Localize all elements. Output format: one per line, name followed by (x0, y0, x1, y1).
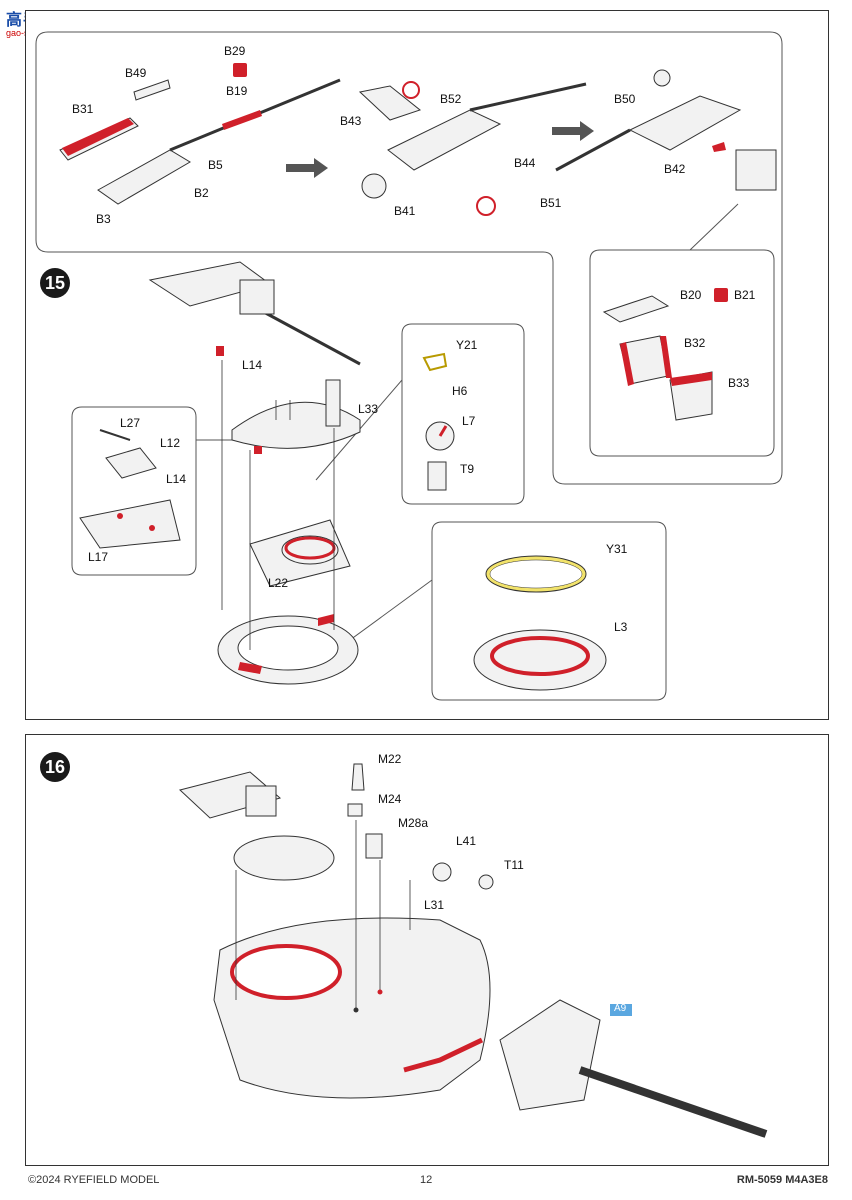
label-B41: B41 (394, 204, 416, 218)
label-B3: B3 (96, 212, 111, 226)
label-B33: B33 (728, 376, 750, 390)
label-B19: B19 (226, 84, 248, 98)
label-Y31: Y31 (606, 542, 628, 556)
label-B5: B5 (208, 158, 223, 172)
label-L3: L3 (614, 620, 628, 634)
label-L27: L27 (120, 416, 141, 430)
label-T9: T9 (460, 462, 475, 476)
label-T11: T11 (504, 858, 524, 872)
label-B29: B29 (224, 44, 246, 58)
label-L12: L12 (160, 436, 181, 450)
label-B49: B49 (125, 66, 147, 80)
label-B42: B42 (664, 162, 686, 176)
label-L33: L33 (358, 402, 379, 416)
footer-copyright: ©2024 RYEFIELD MODEL (28, 1174, 160, 1186)
footer-model-code: RM-5059 M4A3E8 (736, 1174, 828, 1186)
label-L14-top: L14 (242, 358, 263, 372)
step-15-badge: 15 (40, 268, 70, 298)
label-B43: B43 (340, 114, 362, 128)
step-16-badge: 16 (40, 752, 70, 782)
label-M22: M22 (378, 752, 402, 766)
label-B50: B50 (614, 92, 636, 106)
label-B52: B52 (440, 92, 462, 106)
label-B32: B32 (684, 336, 706, 350)
label-L7: L7 (462, 414, 476, 428)
label-L31: L31 (424, 898, 445, 912)
label-A9: A9 (614, 1003, 627, 1014)
label-Y21: Y21 (456, 338, 478, 352)
label-L22: L22 (268, 576, 289, 590)
label-B20: B20 (680, 288, 702, 302)
label-L14-callout: L14 (166, 472, 187, 486)
label-B44: B44 (514, 156, 536, 170)
label-H6: H6 (452, 384, 468, 398)
label-B2: B2 (194, 186, 209, 200)
label-B51: B51 (540, 196, 562, 210)
label-L17: L17 (88, 550, 109, 564)
label-M28a: M28a (398, 816, 429, 830)
label-M24: M24 (378, 792, 402, 806)
label-B21: B21 (734, 288, 756, 302)
footer-page-number: 12 (420, 1174, 433, 1186)
label-B31: B31 (72, 102, 94, 116)
label-L41: L41 (456, 834, 477, 848)
